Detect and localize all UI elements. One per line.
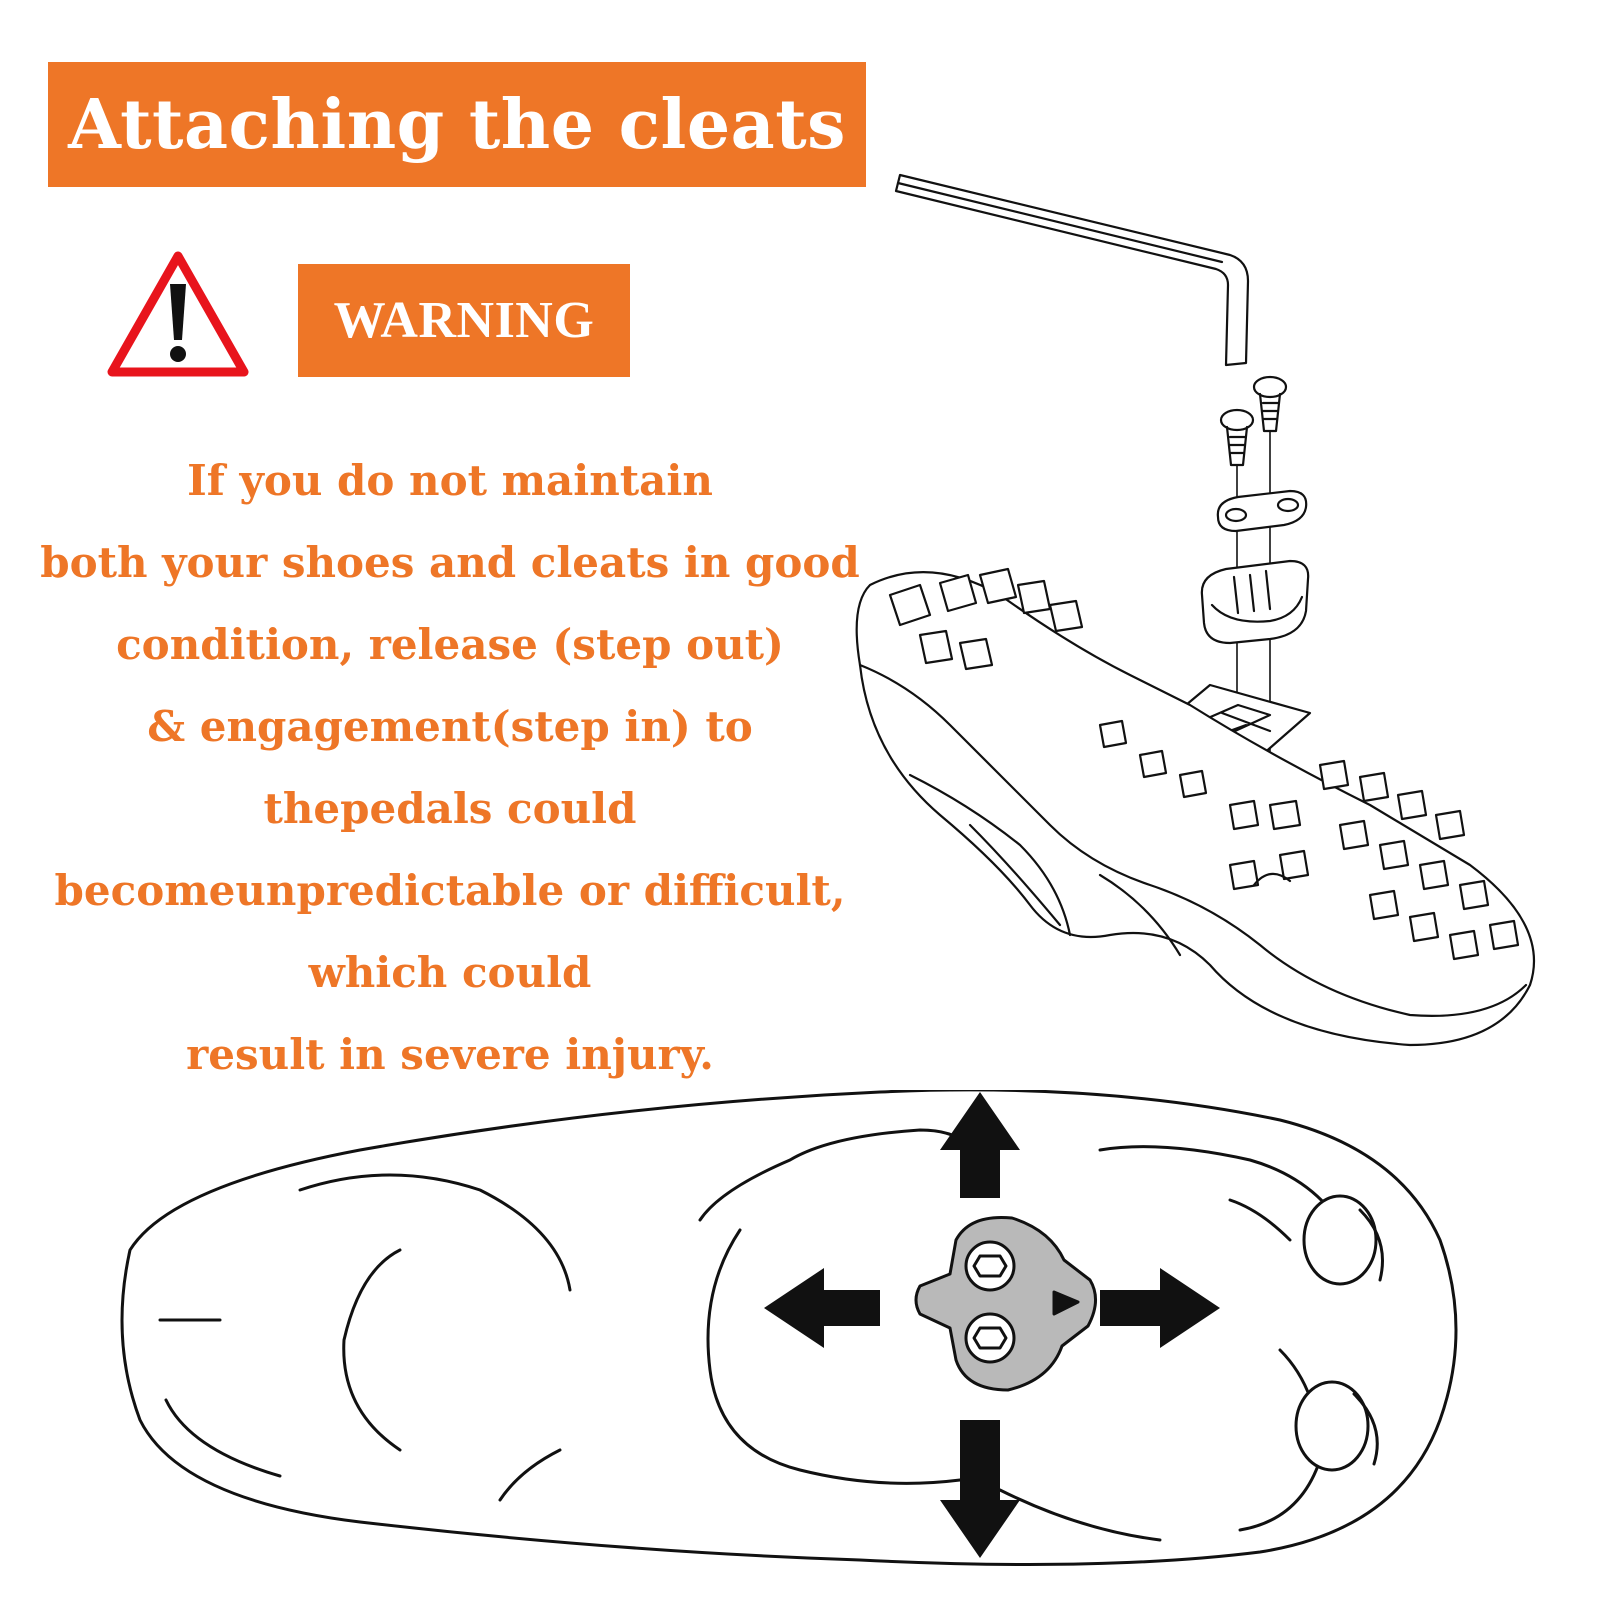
title-banner: Attaching the cleats: [48, 62, 866, 187]
message-line: thepedals could: [263, 784, 637, 833]
message-line: If you do not maintain: [187, 456, 713, 505]
message-line: result in severe injury.: [186, 1030, 714, 1079]
message-line: & engagement(step in) to: [147, 702, 753, 751]
cleat-icon: [914, 1215, 1097, 1392]
page-title: Attaching the cleats: [68, 84, 846, 165]
shoe-icon: [855, 567, 1536, 1047]
message-line: which could: [308, 948, 592, 997]
washer-plate-icon: [1216, 489, 1308, 533]
screw-icon: [1219, 375, 1288, 467]
warning-label: WARNING: [333, 292, 595, 349]
message-line: condition, release (step out): [116, 620, 784, 669]
warning-badge: WARNING: [298, 264, 630, 377]
exploded-view-shoe-cleat-icon: [855, 173, 1536, 1047]
warning-message: If you do not maintain both your shoes a…: [40, 440, 860, 1096]
message-line: becomeunpredictable or difficult,: [54, 866, 846, 915]
warning-triangle-icon: [107, 251, 249, 377]
cleat-icon: [1200, 559, 1310, 645]
adjustment-arrows-icon: [764, 1092, 1220, 1558]
sole-cleat-adjustment-icon: [120, 1090, 1458, 1566]
message-line: both your shoes and cleats in good: [40, 538, 860, 587]
hex-key-icon: [894, 173, 1250, 367]
